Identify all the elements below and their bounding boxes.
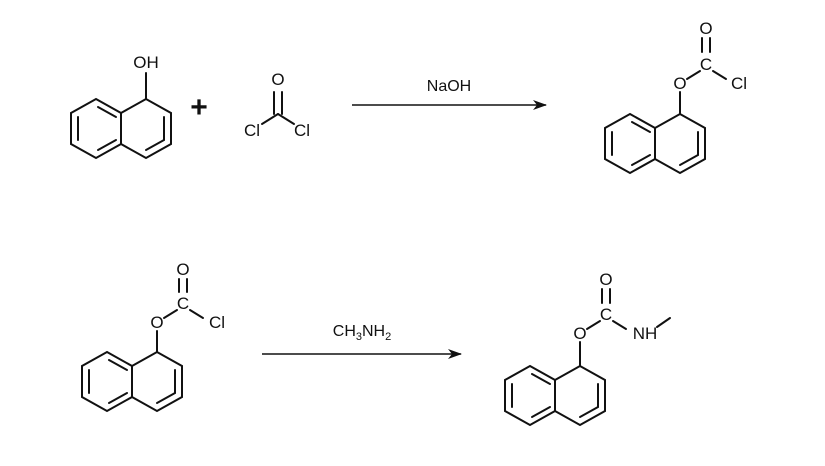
reagent-naoh-label: NaOH — [427, 78, 471, 95]
hydroxyl-label: OH — [133, 53, 159, 72]
reaction-arrow-2: CH3NH2 — [262, 323, 462, 359]
carbaryl-product: O C O NH — [504, 270, 671, 427]
phosgene-chlorine-right-label: Cl — [294, 121, 310, 140]
carbonyl-oxygen-label: O — [599, 270, 612, 289]
carbonyl-carbon-label: C — [600, 305, 612, 324]
ester-oxygen-label: O — [573, 324, 586, 343]
carbonyl-oxygen-label: O — [176, 260, 189, 279]
phosgene-molecule: O Cl Cl — [244, 70, 310, 140]
phosgene-chlorine-left-label: Cl — [244, 121, 260, 140]
amine-label: NH — [633, 324, 658, 343]
naphthyl-chloroformate-product: O C O Cl — [604, 19, 747, 175]
naphthalene-ring — [504, 364, 606, 427]
reagent-methylamine-label: CH3NH2 — [333, 323, 391, 343]
chlorine-label: Cl — [209, 313, 225, 332]
phosgene-oxygen-label: O — [271, 70, 284, 89]
chlorine-label: Cl — [731, 74, 747, 93]
naphthol-molecule: OH — [70, 53, 172, 160]
plus-sign: + — [190, 91, 208, 124]
n-methyl-bond — [656, 317, 671, 328]
naphthalene-ring — [70, 97, 172, 160]
reaction-arrow-1: NaOH — [352, 78, 547, 110]
naphthyl-chloroformate-reactant: O C O Cl — [81, 260, 225, 413]
naphthalene-ring — [81, 350, 183, 413]
naphthalene-ring — [604, 112, 706, 175]
ester-oxygen-label: O — [150, 313, 163, 332]
carbonyl-oxygen-label: O — [699, 19, 712, 38]
carbonyl-carbon-label: C — [700, 55, 712, 74]
carbonyl-carbon-label: C — [177, 294, 189, 313]
ester-oxygen-label: O — [673, 74, 686, 93]
